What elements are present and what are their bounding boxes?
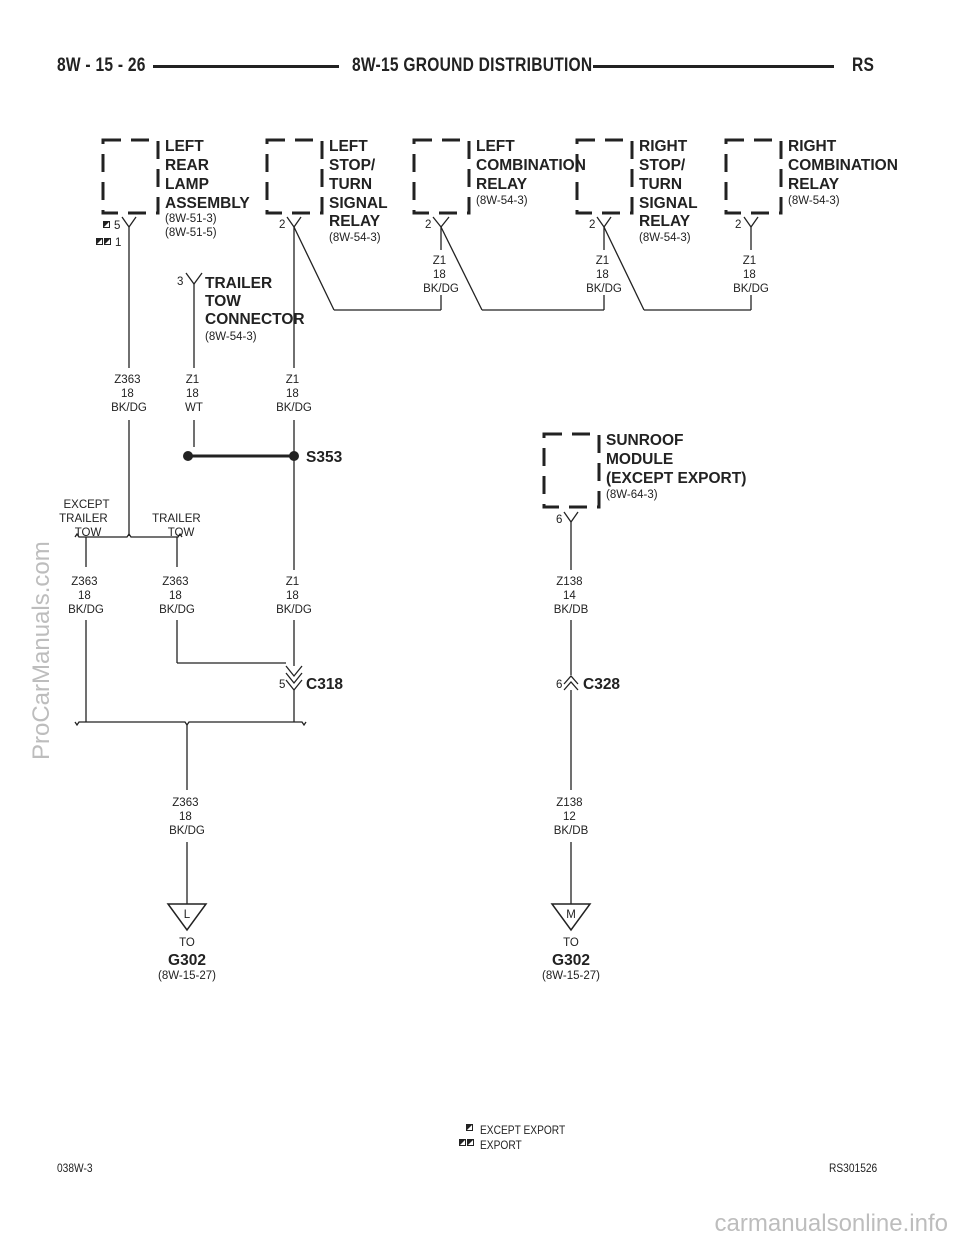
right-combination-pin: 2 [735, 219, 741, 231]
wire-label-except-z363: Z363 18 BK/DG [68, 576, 104, 616]
footer-left-code: 038W-3 [57, 1161, 93, 1175]
wire-label-trailer-z1: Z1 18 WT [185, 374, 203, 414]
left-stop-turn-name: LEFT STOP/ TURN SIGNAL RELAY [329, 138, 392, 230]
footer-right-code: RS301526 [829, 1161, 878, 1175]
legend-export: EXPORT [480, 1138, 522, 1152]
connector-c318-symbol [285, 665, 303, 692]
ground-ref-right: (8W-15-27) [542, 970, 600, 982]
right-combination-terminal [743, 216, 759, 229]
ground-letter-right: M [566, 909, 576, 921]
left-combination-terminal [432, 216, 450, 229]
left-rear-lamp-box [101, 138, 160, 215]
ground-to-right: TO [563, 937, 579, 949]
legend-marker-except-export [466, 1124, 473, 1131]
connector-c328-symbol [563, 675, 579, 691]
lamp-pin-b: 1 [115, 237, 121, 249]
wire-label-right-combination: Z1 18 BK/DG [733, 255, 769, 295]
trailer-tow-pin: 3 [177, 276, 183, 288]
ground-name-left: G302 [168, 952, 206, 969]
left-combination-name: LEFT COMBINATION RELAY [476, 138, 590, 193]
trailer-tow-connector-ref: (8W-54-3) [205, 331, 257, 343]
connector-c318-pin: 5 [279, 679, 285, 691]
ground-symbol-right [550, 903, 592, 932]
option-marker-except-export [103, 221, 110, 228]
page-number: 8W - 15 - 26 [57, 55, 146, 76]
right-combination-ref: (8W-54-3) [788, 195, 840, 207]
option-label-trailer-tow: TRAILER TOW [152, 513, 204, 539]
legend-except-export: EXCEPT EXPORT [480, 1123, 566, 1137]
left-combination-pin: 2 [425, 219, 431, 231]
splice-label: S353 [306, 449, 343, 466]
ground-name-right: G302 [552, 952, 590, 969]
wire-label-sunroof-lower: Z138 12 BK/DB [554, 797, 589, 837]
header-rule-left [153, 65, 339, 68]
wire-label-right-stop-turn: Z1 18 BK/DG [586, 255, 622, 295]
side-watermark[interactable]: ProCarManuals.com [28, 541, 55, 760]
sunroof-module-name: SUNROOF MODULE (EXCEPT EXPORT) [606, 432, 746, 487]
connector-c328-pin: 6 [556, 679, 562, 691]
option-label-except-trailer-tow: EXCEPT TRAILER TOW [59, 499, 112, 539]
wire-label-main-z363: Z363 18 BK/DG [169, 797, 205, 837]
right-combination-box [724, 138, 783, 215]
wire-label-left-combination: Z1 18 BK/DG [423, 255, 459, 295]
left-rear-lamp-name: LEFT REAR LAMP ASSEMBLY [165, 138, 250, 212]
trailer-tow-connector-name: TRAILER TOW CONNECTOR [205, 275, 305, 328]
left-combination-ref: (8W-54-3) [476, 195, 528, 207]
sunroof-module-ref: (8W-64-3) [606, 489, 658, 501]
sunroof-terminal [563, 511, 579, 524]
ground-letter-left: L [184, 909, 191, 921]
sunroof-module-box [542, 432, 601, 509]
right-stop-turn-pin: 2 [589, 219, 595, 231]
left-stop-turn-terminal [286, 216, 302, 229]
right-stop-turn-name: RIGHT STOP/ TURN SIGNAL RELAY [639, 138, 702, 230]
right-stop-turn-terminal [596, 216, 612, 229]
lamp-pin-a: 5 [114, 220, 120, 232]
trailer-tow-terminal [185, 272, 203, 286]
wire-label-sunroof-upper: Z138 14 BK/DB [554, 576, 589, 616]
connector-c328-label: C328 [583, 676, 620, 693]
ground-symbol-left [166, 903, 208, 932]
sunroof-pin: 6 [556, 514, 562, 526]
wire-label-lamp-z363: Z363 18 BK/DG [111, 374, 147, 414]
wire-label-lower-z1: Z1 18 BK/DG [276, 576, 312, 616]
splice-dot-right [289, 451, 299, 461]
left-rear-lamp-refs: (8W-51-3) (8W-51-5) [165, 213, 220, 239]
header-rule-right [593, 65, 834, 68]
page-title: 8W-15 GROUND DISTRIBUTION [352, 55, 593, 76]
left-combination-box [412, 138, 471, 215]
right-stop-turn-ref: (8W-54-3) [639, 232, 691, 244]
ground-ref-left: (8W-15-27) [158, 970, 216, 982]
ground-to-left: TO [179, 937, 195, 949]
left-stop-turn-ref: (8W-54-3) [329, 232, 381, 244]
lamp-pin-terminal [121, 216, 137, 229]
legend-marker-export [459, 1139, 474, 1146]
wire-segments [74, 226, 752, 904]
option-marker-export [96, 238, 111, 245]
bottom-watermark[interactable]: carmanualsonline.info [714, 1210, 948, 1237]
wire-label-left-stop-turn: Z1 18 BK/DG [276, 374, 312, 414]
right-stop-turn-box [575, 138, 634, 215]
left-stop-turn-pin: 2 [279, 219, 285, 231]
left-stop-turn-box [265, 138, 324, 215]
connector-c318-label: C318 [306, 676, 343, 693]
wire-label-trailer-z363: Z363 18 BK/DG [159, 576, 195, 616]
model-code: RS [852, 55, 875, 76]
splice-dot-left [183, 451, 193, 461]
right-combination-name: RIGHT COMBINATION RELAY [788, 138, 902, 193]
